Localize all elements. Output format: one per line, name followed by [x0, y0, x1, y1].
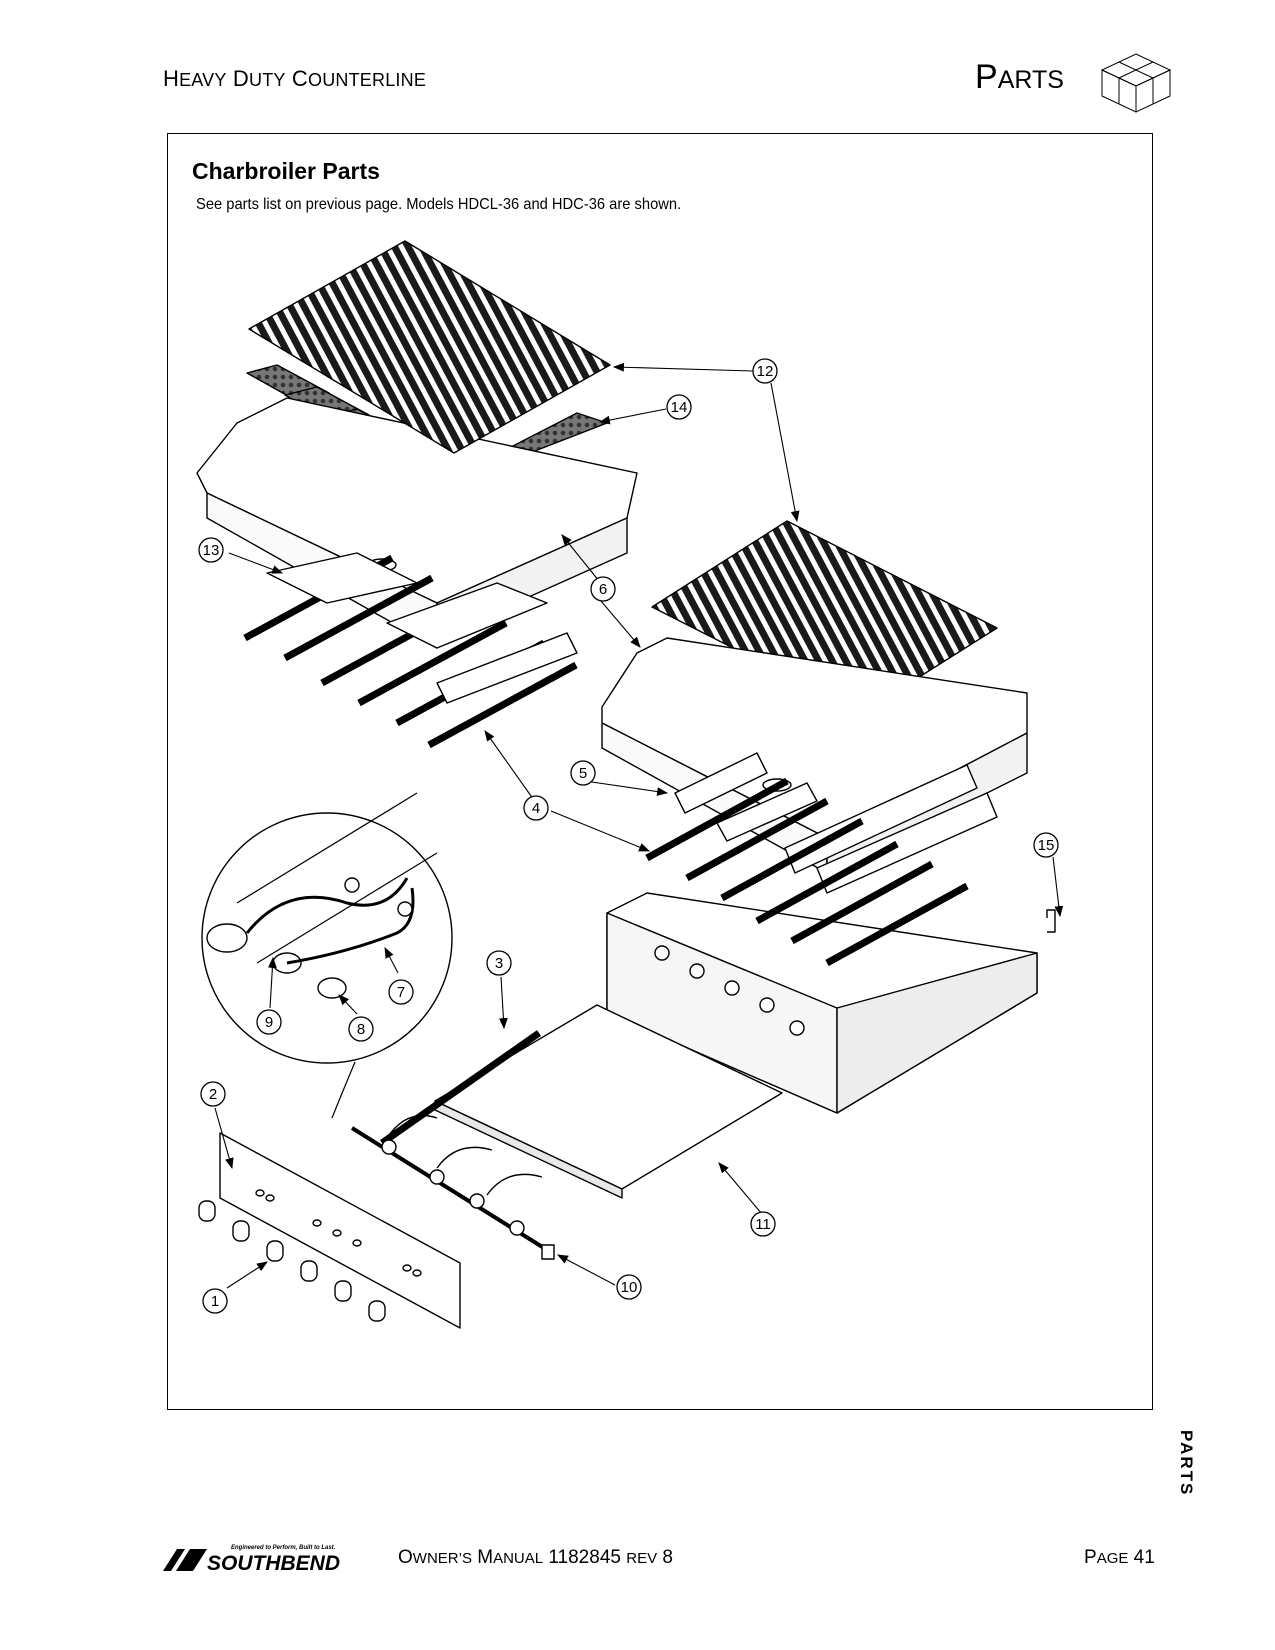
pilot-tube	[379, 1030, 542, 1146]
callout-10: 10	[616, 1274, 642, 1300]
svg-text:4: 4	[532, 800, 540, 817]
lower-burners	[645, 777, 969, 967]
page-number: PAGE 41	[1084, 1547, 1155, 1568]
callout-15: 15	[1033, 832, 1059, 858]
callout-8: 8	[348, 1016, 374, 1042]
callout-6: 6	[590, 576, 616, 602]
upper-top-grate	[248, 240, 611, 454]
svg-text:8: 8	[357, 1021, 365, 1038]
manual-title: HEAVY DUTY COUNTERLINE	[163, 66, 427, 91]
valve-detail-circle	[201, 792, 453, 1064]
callout-2: 2	[200, 1081, 226, 1107]
svg-text:2: 2	[209, 1086, 217, 1103]
page-title: Charbroiler Parts	[192, 158, 380, 184]
callout-4: 4	[523, 795, 549, 821]
manual-reference: OWNER’S MANUAL 1182845 REV 8	[398, 1547, 673, 1568]
main-cabinet	[606, 892, 1038, 1114]
lower-deflectors	[674, 752, 998, 894]
figure-caption: See parts list on previous page. Models …	[196, 196, 682, 213]
callout-7: 7	[388, 979, 414, 1005]
svg-text:9: 9	[265, 1014, 273, 1031]
svg-text:11: 11	[755, 1216, 771, 1233]
svg-text:1: 1	[211, 1293, 219, 1310]
control-knobs	[198, 1200, 386, 1322]
svg-text:Engineered to Perform, Built t: Engineered to Perform, Built to Last.	[231, 1545, 336, 1551]
callout-1: 1	[202, 1288, 228, 1314]
callout-14: 14	[666, 394, 692, 420]
svg-text:15: 15	[1038, 837, 1055, 854]
svg-text:SOUTHBEND: SOUTHBEND	[207, 1552, 340, 1573]
section-title: PARTS	[975, 58, 1064, 96]
box-icon	[1100, 53, 1172, 113]
callout-11: 11	[750, 1211, 776, 1237]
charbroiler-exploded-diagram: 12 14 13 6 5 4 15 3 7 9 8 2 11 1 10	[196, 240, 1064, 1329]
parts-figure-frame	[167, 133, 1153, 1410]
svg-text:14: 14	[671, 399, 688, 416]
svg-text:3: 3	[495, 955, 503, 972]
callout-5: 5	[570, 760, 596, 786]
callout-13: 13	[198, 537, 224, 563]
section-side-tab: PARTS	[1177, 1430, 1196, 1497]
callout-3: 3	[486, 950, 512, 976]
svg-text:13: 13	[203, 542, 220, 559]
bracket-15	[1046, 909, 1056, 933]
svg-text:10: 10	[621, 1279, 638, 1296]
callout-9: 9	[256, 1009, 282, 1035]
upper-burners	[243, 552, 578, 749]
gas-manifold	[350, 1114, 555, 1260]
callout-12: 12	[752, 358, 778, 384]
control-panel	[219, 1132, 461, 1329]
southbend-logo: Engineered to Perform, Built to Last. SO…	[163, 1545, 340, 1573]
svg-text:5: 5	[579, 765, 587, 782]
svg-text:12: 12	[757, 363, 774, 380]
svg-text:7: 7	[397, 984, 405, 1001]
svg-text:6: 6	[599, 581, 607, 598]
